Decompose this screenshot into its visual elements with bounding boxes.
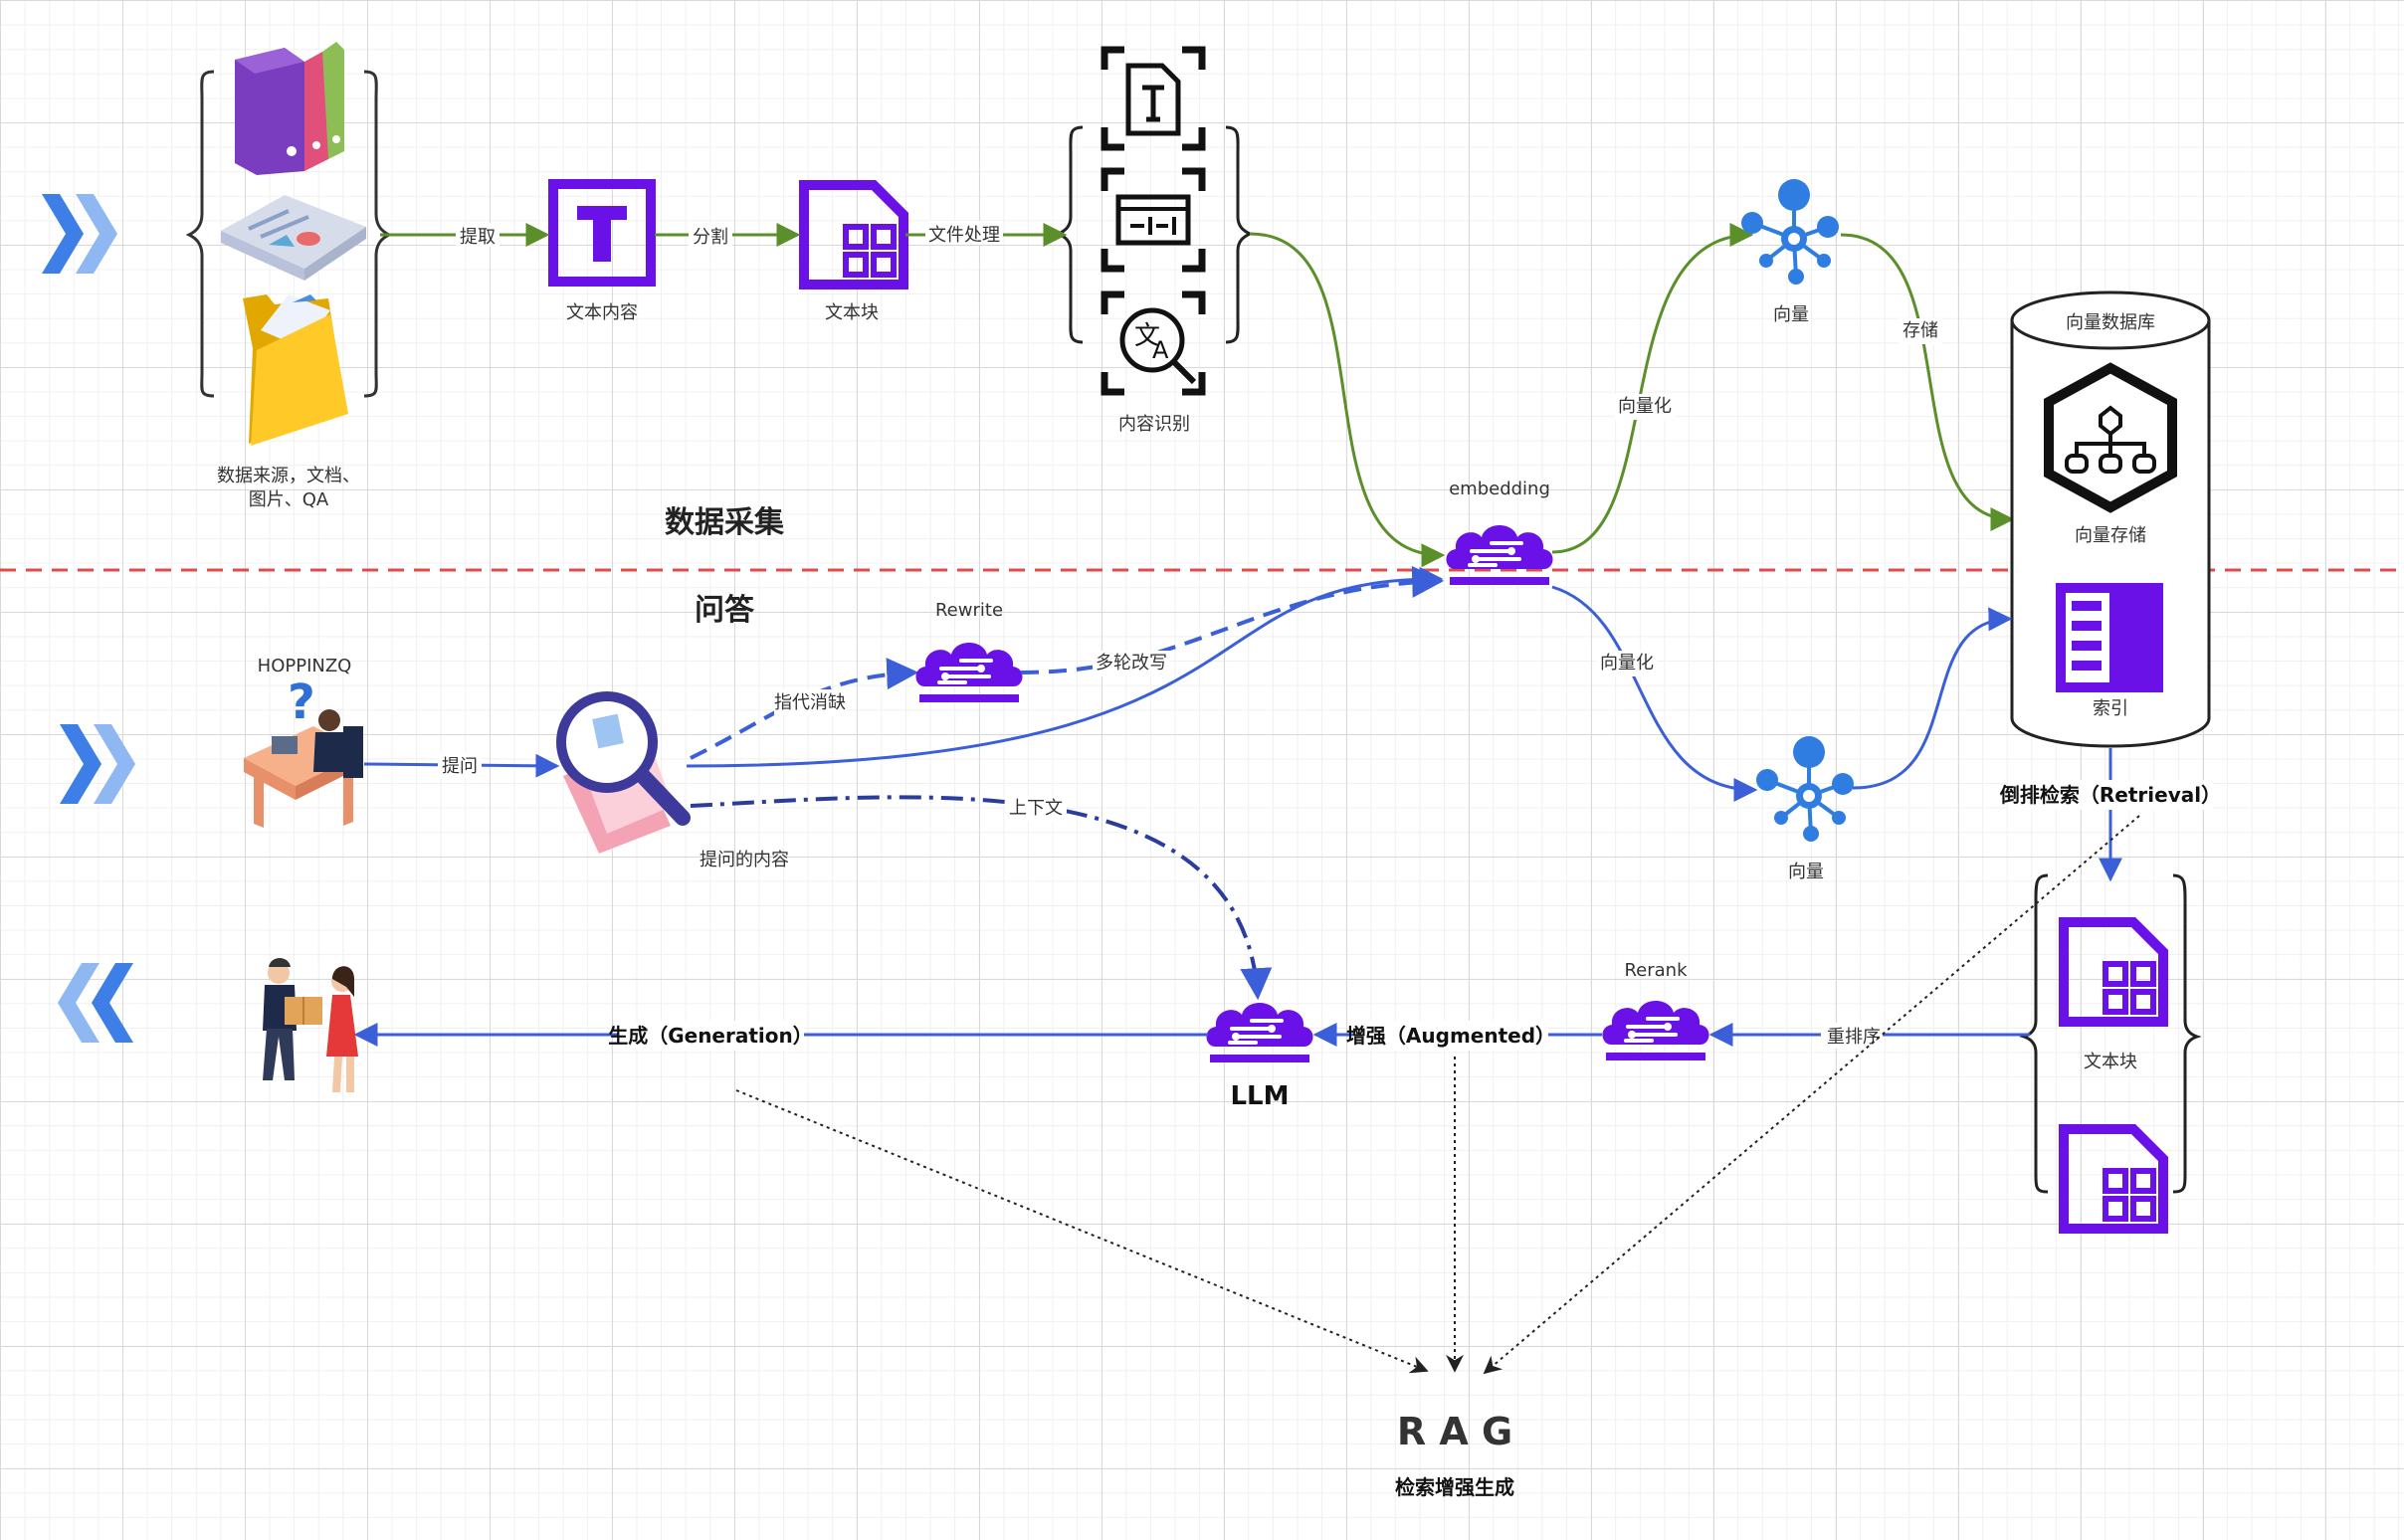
- svg-text:文: 文: [1134, 321, 1160, 351]
- edge-vectorize-bottom-label: 向量化: [1600, 653, 1654, 674]
- content-recognition-group: 文 A: [1055, 46, 1254, 396]
- rerank-model-icon: [1600, 999, 1711, 1062]
- content-recognition-label: 内容识别: [1118, 414, 1190, 435]
- retrieved-chunks-group: [2019, 873, 2202, 1229]
- edge-context-label: 上下文: [1009, 798, 1063, 819]
- llm-label: LLM: [1230, 1081, 1289, 1111]
- edge-multi-turn-rewrite: [1020, 565, 1445, 674]
- edge-vector-to-index: [1852, 607, 2013, 790]
- vector-db-label: 向量数据库: [2066, 312, 2155, 333]
- edge-file-processing-label: 文件处理: [928, 225, 1000, 246]
- report-document-icon: [221, 195, 366, 281]
- text-chunk-icon: [2064, 1129, 2163, 1229]
- edge-ask-label: 提问: [442, 756, 478, 777]
- edge-split-label: 分割: [693, 227, 728, 248]
- query-search-icon: [556, 691, 691, 854]
- rewrite-label: Rewrite: [935, 600, 1003, 621]
- index-icon: [2056, 583, 2163, 692]
- llm-model-icon: [1204, 1001, 1315, 1064]
- vector-bottom-label: 向量: [1788, 862, 1824, 882]
- binders-icon: [235, 42, 344, 175]
- forward-chevron-icon: [42, 194, 117, 274]
- edge-retrieval-label: 倒排检索（Retrieval）: [1999, 783, 2221, 807]
- edge-coreference-label: 指代消缺: [774, 692, 846, 713]
- query-content-label: 提问的内容: [700, 850, 789, 870]
- translate-scan-icon: 文 A: [1101, 290, 1206, 396]
- rag-connector-retrieval: [1483, 815, 2140, 1375]
- text-content-label: 文本内容: [566, 302, 638, 323]
- vector-molecule-icon: [1739, 177, 1841, 287]
- section-title-collection: 数据采集: [665, 505, 785, 540]
- edge-store-label: 存储: [1903, 320, 1938, 341]
- text-chunk-label: 文本块: [825, 302, 879, 323]
- section-title-qa: 问答: [695, 593, 755, 628]
- edge-vectorize-top-label: 向量化: [1618, 396, 1672, 417]
- edge-vectorize-top: [1551, 223, 1754, 554]
- edge-recognition-to-embedding: [1249, 232, 1446, 568]
- rag-title: R A G: [1397, 1410, 1512, 1453]
- layout-scan-icon: [1101, 167, 1206, 273]
- edge-augmented-label: 增强（Augmented）: [1346, 1024, 1555, 1048]
- vector-molecule-icon: [1754, 734, 1856, 844]
- vector-store-label: 向量存储: [2075, 525, 2146, 546]
- text-scan-icon: [1101, 46, 1206, 151]
- data-sources-caption: 图片、QA: [249, 489, 329, 510]
- vector-store-icon: [2044, 362, 2177, 513]
- svg-text:A: A: [1152, 336, 1169, 364]
- user-at-desk-icon: ?: [244, 674, 363, 828]
- text-chunk-icon: [804, 185, 903, 285]
- text-chunk-icon: [2064, 922, 2163, 1022]
- index-label: 索引: [2093, 698, 2128, 719]
- text-content-icon: [548, 179, 656, 287]
- edge-extract-label: 提取: [460, 227, 496, 248]
- edge-context: [690, 795, 1273, 1001]
- delivery-handoff-icon: [263, 958, 358, 1092]
- edge-rerank-label: 重排序: [1827, 1027, 1881, 1048]
- folder-icon: [243, 294, 348, 446]
- embedding-model-icon: [1444, 523, 1555, 587]
- rag-caption: 检索增强生成: [1395, 1475, 1514, 1499]
- svg-text:?: ?: [288, 674, 315, 730]
- edge-query-to-embedding: [686, 566, 1444, 768]
- rerank-label: Rerank: [1624, 960, 1688, 981]
- data-sources-caption: 数据来源，文档、: [217, 466, 360, 486]
- edge-generation-label: 生成（Generation）: [608, 1024, 813, 1048]
- forward-chevron-icon: [60, 724, 135, 804]
- user-label: HOPPINZQ: [258, 656, 352, 676]
- embedding-label: embedding: [1449, 479, 1550, 499]
- vector-top-label: 向量: [1773, 304, 1809, 325]
- rag-connector-generation: [735, 1089, 1429, 1374]
- data-sources-group: [185, 42, 393, 446]
- edge-vectorize-bottom: [1551, 585, 1758, 802]
- edge-multi-turn-label: 多轮改写: [1096, 653, 1167, 674]
- edge-store: [1840, 233, 2015, 531]
- rewrite-model-icon: [913, 641, 1025, 704]
- backward-chevron-icon: [58, 963, 133, 1043]
- chunk-right-label: 文本块: [2084, 1052, 2137, 1072]
